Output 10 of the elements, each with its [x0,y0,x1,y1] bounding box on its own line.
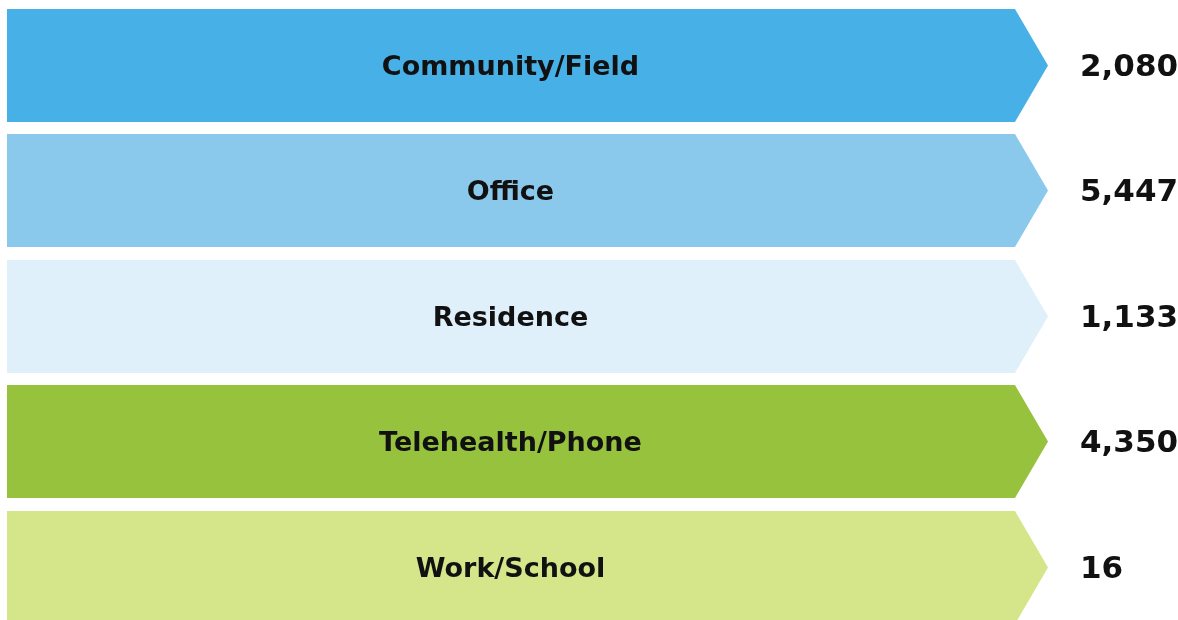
band-label: Residence [432,300,589,332]
count-value: 2,080 [1080,46,1178,85]
band-label: Community/Field [381,50,640,81]
count-value: 16 [1080,547,1124,587]
band-label: Office [466,175,555,207]
count-value: 1,133 [1080,296,1178,336]
count-value: 4,350 [1080,422,1178,462]
band-label: Work/School [415,551,606,583]
band-label: Telehealth/Phone [379,426,642,458]
count-value: 5,447 [1080,171,1178,211]
